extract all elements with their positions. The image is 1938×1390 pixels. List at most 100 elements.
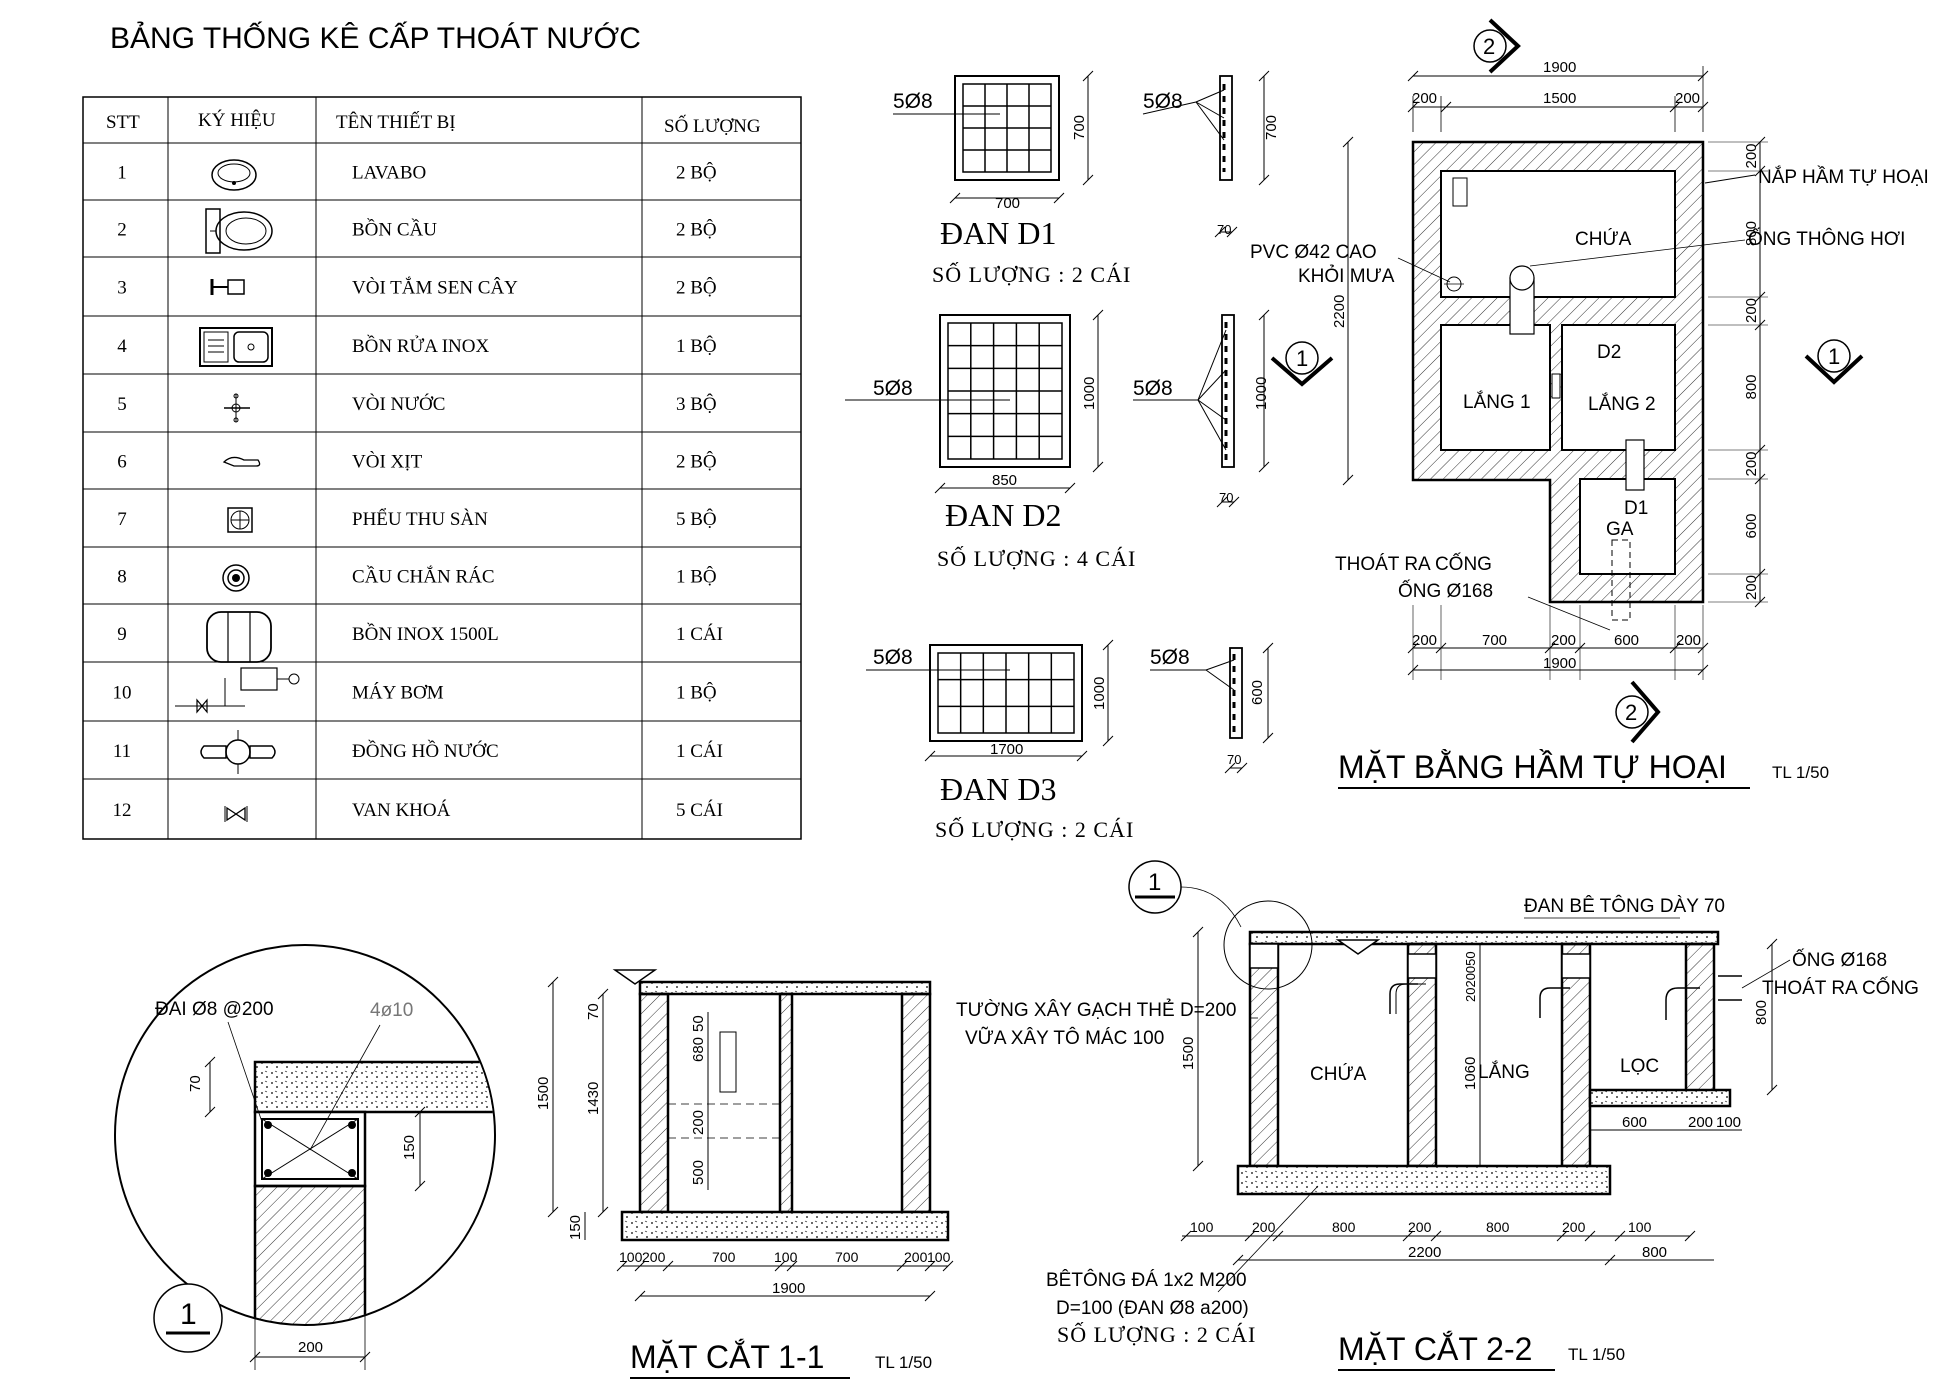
s11-top: 70 [585,1003,602,1020]
plan-dim-bottom: 200 [1551,632,1576,649]
row-qty: 1 BỘ [676,682,717,704]
section-marker-2-bottom: 2 [1615,680,1661,744]
plan-pvc1: PVC Ø42 CAO [1250,242,1377,263]
row-stt: 1 [117,163,127,184]
svg-text:1: 1 [1296,346,1308,371]
d1-side-h: 700 [1263,115,1280,140]
d2-w: 850 [992,472,1017,489]
row-qty: 2 BỘ [676,162,717,184]
row-qty: 2 BỘ [676,451,717,473]
row-name: ĐỒNG HỒ NƯỚC [352,740,499,762]
lavabo-icon [211,159,257,191]
s11-bottom-dim: 100 [619,1249,643,1265]
row-name: PHỂU THU SÀN [352,508,488,530]
valve-icon [224,806,248,822]
row-name: BỒN INOX 1500L [352,623,499,645]
s22-chua: CHỨA [1310,1063,1367,1085]
row-stt: 8 [117,567,127,588]
s11-bottom-dim: 700 [835,1249,859,1265]
d3-qty: SỐ LƯỢNG : 2 CÁI [935,817,1134,842]
row-qty: 5 BỘ [676,508,717,530]
row-name: BỒN CẦU [352,219,437,241]
detail-rebar: 4ø10 [370,1000,413,1021]
s22-mid-h: 1060 [1462,1057,1479,1090]
section-2-2: CHỨA LẮNG LỌC ĐAN BÊ TÔNG DÀY 70 ỐNG Ø16… [956,860,1919,1371]
s11-mid-200: 200 [690,1110,707,1135]
row-qty: 1 BỘ [676,335,717,357]
d1-title: ĐAN D1 [940,215,1056,251]
s22-bottom-dim: 200 [1408,1219,1432,1235]
d2-title: ĐAN D2 [945,497,1061,533]
trap-icon [222,564,250,592]
s22-tuong2: VỮA XÂY TÔ MÁC 100 [965,1027,1164,1049]
header-ten: TÊN THIẾT BỊ [336,111,456,133]
plan-dim-right: 800 [1743,221,1760,246]
s22-bt2: D=100 (ĐAN Ø8 a200) [1056,1298,1249,1319]
d2-side-h: 1000 [1253,377,1270,410]
row-qty: 1 BỘ [676,566,717,588]
s22-bt3: SỐ LƯỢNG : 2 CÁI [1057,1322,1256,1347]
d1-qty: SỐ LƯỢNG : 2 CÁI [932,262,1131,287]
s22-loc-200: 200 [1688,1114,1713,1131]
meter-icon [200,730,276,774]
plan-dim-right: 800 [1743,374,1760,399]
plan-dim-right: 200 [1743,143,1760,168]
d2-qty: SỐ LƯỢNG : 4 CÁI [937,546,1136,571]
row-name: LAVABO [352,163,426,184]
s11-mid-680: 680 [690,1037,707,1062]
s22-bottom-dim: 100 [1628,1219,1652,1235]
row-qty: 2 BỘ [676,277,717,299]
row-qty: 2 BỘ [676,219,717,241]
plan-lang1: LẮNG 1 [1463,391,1531,413]
detail-circle: ĐAI Ø8 @200 4ø10 70 150 200 1 [114,944,496,1370]
svg-text:1: 1 [1148,869,1161,896]
faucet-icon [224,393,250,423]
d1-h: 700 [1071,115,1088,140]
row-name: VÒI TẮM SEN CÂY [352,277,518,299]
slab-d2: 850 1000 5Ø8 ĐAN D2 SỐ LƯỢNG : 4 CÁI 5Ø8… [845,309,1270,571]
section-marker-2-top: 2 [1473,18,1521,74]
detail-dai: ĐAI Ø8 @200 [155,999,274,1020]
s11-bottom-dim: 200 [642,1249,666,1265]
s22-marker: 1 [1128,860,1242,928]
s22-dan: ĐAN BÊ TÔNG DÀY 70 [1524,895,1725,917]
svg-text:1: 1 [1828,344,1840,369]
s22-right: 800 [1753,1000,1770,1025]
s11-bottom-dim: 100 [774,1249,798,1265]
detail-70: 70 [187,1075,204,1092]
d3-h: 1000 [1091,677,1108,710]
d2-rebar-side: 5Ø8 [1133,377,1173,400]
s22-loc-100: 100 [1716,1114,1741,1131]
d3-w: 1700 [990,741,1023,758]
row-stt: 6 [117,452,127,473]
pump-icon [175,667,300,714]
plan-dim-bottom: 600 [1614,632,1639,649]
s22-thoat: THOÁT RA CỐNG [1762,977,1919,999]
s22-bottom-dim: 800 [1486,1219,1510,1235]
s22-mid-top: 2020050 [1463,951,1478,1002]
plan-dim-bottom: 700 [1482,632,1507,649]
s22-loc: LỌC [1620,1056,1659,1077]
s11-inner: 1430 [585,1082,602,1115]
tank-icon [206,611,272,663]
row-stt: 9 [117,624,127,645]
plan-nap: NẮP HẦM TỰ HOẠI [1758,166,1929,188]
floor-drain-icon [227,507,253,533]
s11-scale: TL 1/50 [875,1353,932,1372]
plan-dim-a: 200 [1412,90,1437,107]
row-qty: 3 BỘ [676,393,717,415]
s22-total: 2200 [1408,1244,1441,1261]
d1-t: 70 [1217,222,1231,237]
section-marker-1-left: 1 [1270,341,1334,387]
plan-lang2: LẮNG 2 [1588,393,1656,415]
detail-150: 150 [401,1135,418,1160]
plan-ga: GA [1606,519,1634,540]
